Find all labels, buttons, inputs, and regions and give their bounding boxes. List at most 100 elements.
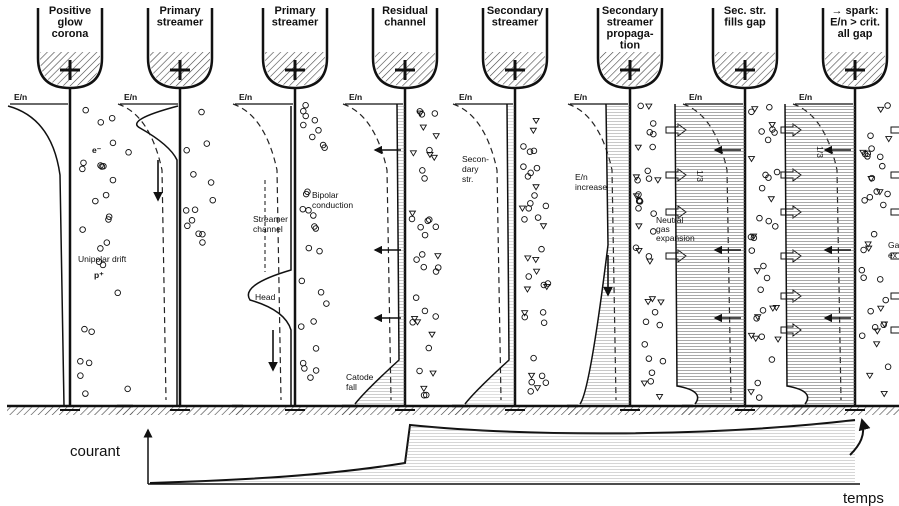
field-label: E/n	[14, 92, 27, 102]
positive-ion	[103, 192, 109, 198]
positive-ion	[81, 160, 87, 166]
head-label: Head	[255, 292, 276, 302]
positive-ion	[82, 326, 88, 332]
negative-ion	[410, 151, 416, 156]
negative-ion	[646, 104, 652, 109]
positive-ion	[183, 208, 189, 214]
positive-ion	[528, 389, 534, 395]
negative-ion	[749, 157, 755, 162]
negative-ion	[533, 118, 539, 123]
field-label: E/n	[349, 92, 362, 102]
negative-ion	[878, 107, 884, 112]
positive-ion	[422, 308, 428, 314]
positive-ion	[302, 366, 308, 372]
positive-ion	[535, 215, 541, 221]
positive-ion	[868, 133, 874, 139]
positive-ion	[528, 201, 534, 207]
positive-ion	[633, 245, 639, 251]
positive-ion	[774, 169, 780, 175]
positive-ion	[543, 380, 549, 386]
positive-ion	[527, 149, 533, 155]
negative-ion	[533, 257, 539, 262]
positive-ion	[755, 380, 761, 386]
negative-ion	[519, 206, 525, 211]
positive-ion	[539, 373, 545, 379]
positive-ion	[104, 240, 110, 246]
positive-ion	[199, 109, 205, 115]
negative-ion	[641, 381, 647, 386]
negative-ion	[421, 386, 427, 391]
positive-ion	[877, 277, 883, 283]
positive-ion	[521, 164, 527, 170]
positive-ion	[648, 379, 654, 385]
positive-ion	[862, 198, 868, 204]
positive-ion	[311, 319, 317, 325]
positive-ion	[80, 166, 86, 172]
positive-ion	[309, 134, 315, 140]
positive-ion	[649, 370, 655, 376]
positive-ion	[298, 324, 304, 330]
field-label: E/n	[124, 92, 137, 102]
positive-ion	[420, 168, 426, 174]
field-shaded-region	[675, 104, 745, 404]
positive-ion	[433, 314, 439, 320]
panel-title: Sec. str.fills gap	[724, 5, 766, 29]
positive-ion	[192, 207, 198, 213]
negative-ion	[525, 256, 531, 261]
negative-ion	[878, 306, 884, 311]
field-label: E/n	[799, 92, 812, 102]
positive-ion	[766, 218, 772, 224]
positive-ion	[543, 203, 549, 209]
positive-ion	[539, 246, 545, 252]
positive-ion	[767, 104, 773, 110]
positive-ion	[300, 108, 306, 114]
positive-ion	[110, 177, 116, 183]
positive-ion	[414, 257, 420, 263]
positive-ion	[421, 264, 427, 270]
positive-ion	[861, 275, 867, 281]
positive-ion	[78, 373, 84, 379]
positive-ion	[115, 290, 121, 296]
positive-ion	[645, 168, 651, 174]
field-dashed-curve	[343, 104, 391, 400]
negative-ion	[881, 391, 887, 396]
bipolar-conduction-label: Bipolarconduction	[312, 190, 353, 210]
positive-ion	[521, 144, 527, 150]
positive-ion	[426, 345, 432, 351]
panel-2: PrimarystreamerE/n	[117, 5, 243, 415]
panel-3: PrimarystreamerE/n	[232, 5, 358, 415]
positive-ion	[422, 232, 428, 238]
positive-ion	[885, 103, 891, 109]
positive-ion	[418, 224, 424, 230]
negative-ion	[540, 224, 546, 229]
positive-ion	[316, 128, 322, 134]
negative-ion	[433, 134, 439, 139]
positive-ion	[417, 368, 423, 374]
negative-ion	[636, 248, 642, 253]
gas-expansion-arrow	[891, 290, 899, 302]
unipolar-drift-label: Unipolar drift	[78, 254, 127, 264]
positive-ion	[749, 248, 755, 254]
positive-ion	[769, 357, 775, 363]
negative-ion	[775, 337, 781, 342]
positive-ion	[868, 308, 874, 314]
positive-ion	[419, 252, 425, 258]
positive-ion	[432, 111, 438, 117]
negative-ion	[886, 137, 892, 142]
gas-expansion-arrow	[891, 169, 899, 181]
positive-ion	[313, 346, 319, 352]
negative-ion	[636, 224, 642, 229]
current-plot-xlabel: temps	[843, 490, 884, 506]
field-label: E/n	[689, 92, 702, 102]
positive-ion	[877, 154, 883, 160]
positive-ion	[200, 240, 206, 246]
negative-ion	[529, 373, 535, 378]
positive-ion	[638, 103, 644, 109]
field-profile	[355, 104, 399, 404]
positive-ion	[422, 176, 428, 182]
positive-ion	[660, 358, 666, 364]
positive-ion	[526, 274, 532, 280]
